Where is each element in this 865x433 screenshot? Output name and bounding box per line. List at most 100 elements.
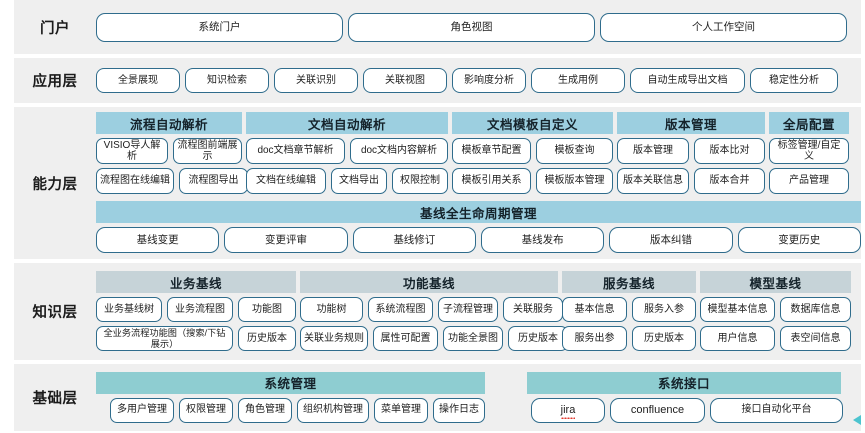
capability-group-global-config: 全局配置 标签管理/自定义 产品管理 (769, 112, 849, 194)
cap-button-doc-chapter-parse[interactable]: doc文档章节解析 (246, 138, 345, 164)
knowledge-group-header-function-baseline: 功能基线 (300, 271, 558, 293)
capability-groups: 流程自动解析 VISIO导人解析 流程图前端展示 流程图在线编辑 流程图导出 (96, 112, 861, 194)
layer-body-knowledge: 业务基线 业务基线树 业务流程图 功能图 全业务流程功能图（搜索/下钻展示） 历… (96, 265, 861, 358)
capability-band-header: 基线全生命周期管理 (96, 201, 861, 223)
band-button-baseline-revision[interactable]: 基线修订 (352, 227, 476, 253)
cap-button-product-mgmt[interactable]: 产品管理 (769, 168, 849, 194)
band-button-baseline-release[interactable]: 基线发布 (480, 227, 605, 253)
layer-capability: 能力层 流程自动解析 VISIO导人解析 流程图前端展示 流程图在线编辑 流程图… (14, 107, 861, 259)
found-button-menu-mgmt[interactable]: 菜单管理 (374, 397, 428, 423)
know-button-business-flowchart[interactable]: 业务流程图 (167, 297, 233, 322)
know-button-business-baseline-tree[interactable]: 业务基线树 (96, 297, 162, 322)
found-button-operation-log[interactable]: 操作日志 (433, 397, 485, 423)
know-button-attribute-configurable[interactable]: 属性可配置 (373, 326, 438, 351)
band-button-change-review[interactable]: 变更评审 (224, 227, 348, 253)
capability-group-doc-template: 文档模板自定义 模板章节配置 模板查询 模板引用关系 模板版本管理 (452, 112, 613, 194)
cap-button-flowchart-export[interactable]: 流程图导出 (179, 168, 248, 194)
found-button-jira[interactable]: jira (531, 397, 605, 423)
knowledge-row: 关联业务规则 属性可配置 功能全景图 历史版本 (300, 326, 568, 351)
knowledge-row: 业务基线树 业务流程图 功能图 (96, 297, 296, 322)
know-button-tablespace-info[interactable]: 表空间信息 (780, 326, 851, 351)
know-button-database-info[interactable]: 数据库信息 (780, 297, 851, 322)
know-button-user-info[interactable]: 用户信息 (700, 326, 775, 351)
cap-button-visio-import-parse[interactable]: VISIO导人解析 (96, 138, 168, 164)
portal-button-personal-workspace[interactable]: 个人工作空间 (600, 12, 847, 42)
app-button-auto-export-doc[interactable]: 自动生成导出文档 (630, 68, 745, 93)
found-button-org-structure-mgmt[interactable]: 组织机构管理 (297, 397, 369, 423)
capability-group-rows-doc-template: 模板章节配置 模板查询 模板引用关系 模板版本管理 (452, 138, 613, 194)
know-button-related-service[interactable]: 关联服务 (503, 297, 563, 322)
capability-group-rows-version-mgmt: 版本管理 版本比对 版本关联信息 版本合并 (617, 138, 765, 194)
app-button-relation-view[interactable]: 关联视图 (363, 68, 447, 93)
knowledge-row: 基本信息 服务入参 (562, 297, 696, 322)
application-button-row: 全景展现 知识检索 关联识别 关联视图 影响度分析 生成用例 自动生成导出文档 … (96, 62, 847, 99)
portal-button-role-view[interactable]: 角色视图 (348, 12, 595, 42)
app-button-generate-usecase[interactable]: 生成用例 (531, 68, 625, 93)
knowledge-group-rows-service-baseline: 基本信息 服务入参 服务出参 历史版本 (562, 297, 696, 351)
capability-group-header-doc-template: 文档模板自定义 (452, 112, 613, 134)
cap-button-version-merge[interactable]: 版本合并 (694, 168, 765, 194)
know-button-service-input-param[interactable]: 服务入参 (632, 297, 696, 322)
app-button-stability[interactable]: 稳定性分析 (750, 68, 838, 93)
capability-band-row: 基线变更 变更评审 基线修订 基线发布 版本纠错 变更历史 (96, 227, 861, 253)
know-button-related-business-rule[interactable]: 关联业务规则 (300, 326, 368, 351)
knowledge-row: 全业务流程功能图（搜索/下钻展示） 历史版本 (96, 326, 296, 351)
cap-button-doc-content-parse[interactable]: doc文档内容解析 (350, 138, 448, 164)
found-button-api-automation-platform[interactable]: 接口自动化平台 (710, 397, 843, 423)
know-button-function-chart[interactable]: 功能图 (238, 297, 296, 322)
capability-band-baseline-lifecycle: 基线全生命周期管理 基线变更 变更评审 基线修订 基线发布 版本纠错 变更历史 (96, 201, 861, 253)
cap-button-template-version-mgmt[interactable]: 模板版本管理 (536, 168, 613, 194)
cap-button-template-query[interactable]: 模板查询 (536, 138, 613, 164)
cap-button-version-mgmt[interactable]: 版本管理 (617, 138, 689, 164)
layer-body-application: 全景展现 知识检索 关联识别 关联视图 影响度分析 生成用例 自动生成导出文档 … (96, 62, 861, 99)
know-button-subprocess-mgmt[interactable]: 子流程管理 (438, 297, 498, 322)
know-button-history-version[interactable]: 历史版本 (508, 326, 568, 351)
layer-label-capability: 能力层 (32, 176, 78, 193)
portal-button-system-portal[interactable]: 系统门户 (96, 12, 343, 42)
layer-label-application: 应用层 (32, 74, 78, 90)
found-button-multi-user-mgmt[interactable]: 多用户管理 (110, 397, 174, 423)
knowledge-group-function-baseline: 功能基线 功能树 系统流程图 子流程管理 关联服务 关联业务规则 属性可配置 功… (300, 271, 568, 351)
app-button-panorama[interactable]: 全景展现 (96, 68, 180, 93)
cap-button-doc-export[interactable]: 文档导出 (331, 168, 387, 194)
layer-label-foundation: 基础层 (32, 391, 78, 407)
knowledge-group-header-model-baseline: 模型基线 (700, 271, 851, 293)
found-button-confluence[interactable]: confluence (610, 397, 705, 423)
cap-button-template-reference[interactable]: 模板引用关系 (452, 168, 531, 194)
cap-button-doc-online-edit[interactable]: 文档在线编辑 (246, 168, 326, 194)
know-button-full-business-process-function-chart[interactable]: 全业务流程功能图（搜索/下钻展示） (96, 326, 233, 351)
capability-group-rows-process-parse: VISIO导人解析 流程图前端展示 流程图在线编辑 流程图导出 (96, 138, 248, 194)
cap-button-flowchart-frontend-display[interactable]: 流程图前端展示 (173, 138, 242, 164)
know-button-function-tree[interactable]: 功能树 (300, 297, 363, 322)
know-button-history-version[interactable]: 历史版本 (632, 326, 696, 351)
know-button-history-version[interactable]: 历史版本 (238, 326, 296, 351)
know-button-basic-info[interactable]: 基本信息 (562, 297, 627, 322)
jira-label: jira (560, 403, 576, 419)
found-button-role-mgmt[interactable]: 角色管理 (238, 397, 292, 423)
capability-row: 模板引用关系 模板版本管理 (452, 168, 613, 194)
know-button-model-basic-info[interactable]: 模型基本信息 (700, 297, 775, 322)
band-button-version-fix[interactable]: 版本纠错 (609, 227, 733, 253)
portal-button-row: 系统门户 角色视图 个人工作空间 (96, 6, 847, 49)
band-button-baseline-change[interactable]: 基线变更 (96, 227, 220, 253)
found-button-permission-mgmt[interactable]: 权限管理 (179, 397, 233, 423)
know-button-system-flowchart[interactable]: 系统流程图 (368, 297, 433, 322)
cap-button-version-compare[interactable]: 版本比对 (694, 138, 765, 164)
layer-knowledge: 知识层 业务基线 业务基线树 业务流程图 功能图 全业务流程功能图（搜索/下钻展… (14, 263, 861, 360)
band-button-change-history[interactable]: 变更历史 (737, 227, 861, 253)
capability-group-header-version-mgmt: 版本管理 (617, 112, 765, 134)
cap-button-version-relation-info[interactable]: 版本关联信息 (617, 168, 689, 194)
app-button-relation-id[interactable]: 关联识别 (274, 68, 358, 93)
know-button-service-output-param[interactable]: 服务出参 (562, 326, 627, 351)
app-button-knowledge-search[interactable]: 知识检索 (185, 68, 269, 93)
cap-button-permission-control[interactable]: 权限控制 (392, 168, 448, 194)
knowledge-row: 用户信息 表空间信息 (700, 326, 851, 351)
cap-button-tag-mgmt-custom[interactable]: 标签管理/自定义 (769, 138, 849, 164)
cap-button-template-chapter-config[interactable]: 模板章节配置 (452, 138, 531, 164)
capability-row: doc文档章节解析 doc文档内容解析 (246, 138, 448, 164)
capability-group-header-doc-parse: 文档自动解析 (246, 112, 448, 134)
knowledge-group-service-baseline: 服务基线 基本信息 服务入参 服务出参 历史版本 (562, 271, 696, 351)
app-button-impact-analysis[interactable]: 影响度分析 (452, 68, 526, 93)
cap-button-flowchart-online-edit[interactable]: 流程图在线编辑 (96, 168, 174, 194)
know-button-function-panorama[interactable]: 功能全景图 (443, 326, 503, 351)
